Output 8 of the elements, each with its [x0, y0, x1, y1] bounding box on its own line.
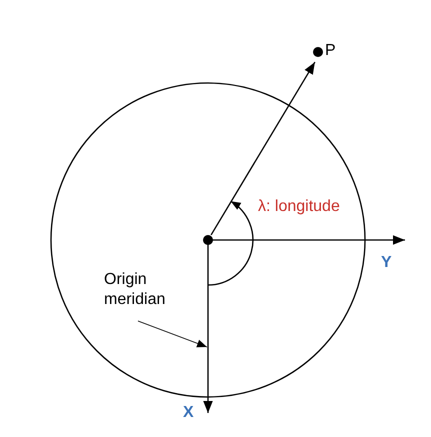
annotation-text: Origin meridian: [104, 270, 166, 310]
point-dot: [203, 235, 213, 245]
point-label: P: [325, 42, 336, 60]
arrow: [210, 62, 316, 236]
axis-label: Y: [381, 254, 392, 272]
leader-line: [138, 320, 208, 348]
axis-label: X: [183, 404, 194, 422]
angle-label: λ: longitude: [258, 198, 340, 216]
